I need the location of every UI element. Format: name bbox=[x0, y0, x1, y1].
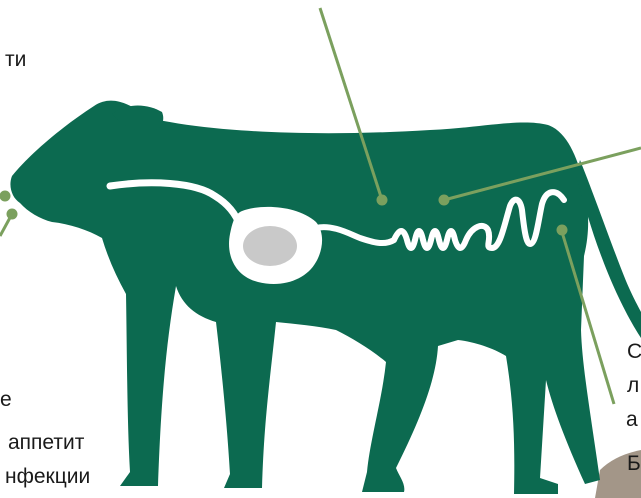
label-right-2: л bbox=[627, 374, 639, 398]
label-right-1: С bbox=[627, 340, 641, 364]
calf-silhouette bbox=[10, 101, 641, 494]
pointer-dot-mouth bbox=[7, 209, 18, 220]
label-bottom-left-1: е bbox=[0, 388, 12, 412]
label-bottom-left-2: аппетит bbox=[8, 431, 84, 455]
label-right-4: Б bbox=[627, 452, 641, 476]
pointer-dot-right bbox=[439, 195, 450, 206]
label-top-left: ти bbox=[5, 48, 26, 72]
stomach-inner bbox=[243, 226, 297, 266]
pointer-dot-lower-right bbox=[557, 225, 568, 236]
label-right-3: а bbox=[626, 408, 638, 432]
pointer-dot-top bbox=[377, 195, 388, 206]
pointer-dot-nose bbox=[0, 191, 11, 202]
label-bottom-left-3: нфекции bbox=[5, 465, 90, 489]
